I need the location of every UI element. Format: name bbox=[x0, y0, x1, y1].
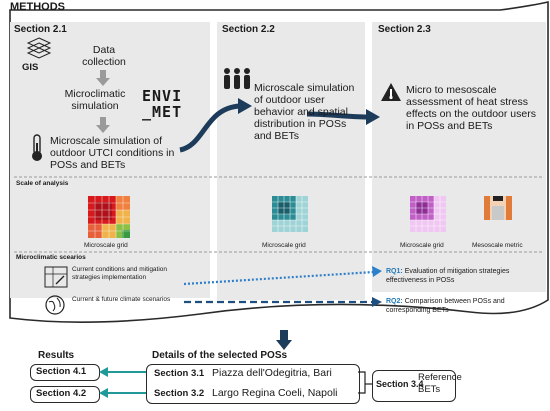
section-22-title: Section 2.2 bbox=[222, 24, 275, 35]
microscale-grid-heatmap bbox=[88, 196, 130, 238]
rq1-label: RQ1: bbox=[386, 268, 403, 275]
rq2-description: Comparison between POSs and correspondin… bbox=[386, 298, 505, 314]
grid1-caption: Microscale grid bbox=[84, 242, 128, 249]
details-box bbox=[146, 364, 360, 404]
section34-label: Section 3.4 bbox=[376, 379, 424, 389]
rq1-description: Evaluation of mitigation strategies effe… bbox=[386, 268, 510, 284]
rq-arrows bbox=[183, 266, 382, 307]
rq2-label: RQ2: bbox=[386, 298, 403, 305]
thermometer-icon bbox=[32, 134, 42, 161]
scenario1-text: Current conditions and mitigation strate… bbox=[72, 266, 168, 281]
rq1-text: RQ1: Evaluation of mitigation strategies… bbox=[386, 268, 544, 285]
envimet-logo: ENVI_MET bbox=[142, 87, 183, 121]
scenario2-text: Current & future climate scenarios bbox=[72, 296, 171, 303]
grid3-caption: Microscale grid bbox=[400, 242, 444, 249]
results-section41-box bbox=[30, 364, 100, 381]
section-21-title: Section 2.1 bbox=[14, 24, 67, 35]
section42-label: Section 4.2 bbox=[36, 388, 87, 399]
section-23-title: Section 2.3 bbox=[378, 24, 431, 35]
microclimatic-simulation-text: Microclimatic simulation bbox=[64, 88, 126, 112]
arrow-down-icon bbox=[276, 330, 292, 350]
utci-simulation-text: Microscale simulation of outdoor UTCI co… bbox=[50, 135, 175, 171]
grid2-caption: Microscale grid bbox=[262, 242, 306, 249]
reference-bets-text: Reference BETs bbox=[418, 372, 462, 395]
results-title: Results bbox=[38, 350, 75, 361]
arrow-down-icon bbox=[96, 70, 110, 86]
data-collection-text: Data collection bbox=[82, 44, 126, 68]
section32-label: Section 3.2 bbox=[154, 388, 205, 399]
section41-label: Section 4.1 bbox=[36, 366, 87, 377]
scenarios-label: Microclimatic scearios bbox=[16, 254, 86, 261]
mitigation-blueprint-icon bbox=[44, 266, 68, 288]
warning-thermometer-icon bbox=[381, 83, 401, 101]
panel-section-23 bbox=[372, 22, 546, 292]
site1-name: Piazza dell'Odegitria, Bari bbox=[212, 367, 332, 379]
bottom-connectors bbox=[99, 367, 372, 398]
people-icon bbox=[224, 68, 250, 89]
arrow-down-icon bbox=[96, 117, 110, 133]
gis-label: GIS bbox=[22, 62, 39, 73]
microscale-grid-teal bbox=[272, 196, 308, 232]
behavior-simulation-text: Microscale simulation of outdoor user be… bbox=[254, 82, 355, 142]
climate-globe-icon bbox=[45, 295, 65, 315]
details-title: Details of the selected POSs bbox=[152, 350, 288, 361]
gis-layers-icon bbox=[26, 37, 52, 59]
metric-caption: Mesoscale metric bbox=[472, 242, 523, 249]
rq2-text: RQ2: Comparison between POSs and corresp… bbox=[386, 298, 544, 315]
site2-name: Largo Regina Coeli, Napoli bbox=[212, 387, 338, 399]
methods-title: METHODS bbox=[10, 1, 65, 13]
section31-label: Section 3.1 bbox=[154, 368, 205, 379]
microscale-grid-purple bbox=[410, 196, 446, 232]
dashed-separators bbox=[14, 176, 544, 253]
scale-of-analysis-label: Scale of analysis bbox=[16, 180, 69, 187]
results-section42-box bbox=[30, 386, 100, 403]
reference-box bbox=[372, 370, 456, 402]
panel-section-22 bbox=[217, 22, 365, 300]
mesoscale-metric-icon bbox=[484, 196, 512, 220]
flow-arrows bbox=[179, 98, 380, 153]
heat-stress-text: Micro to mesoscale assessment of heat st… bbox=[406, 84, 536, 132]
